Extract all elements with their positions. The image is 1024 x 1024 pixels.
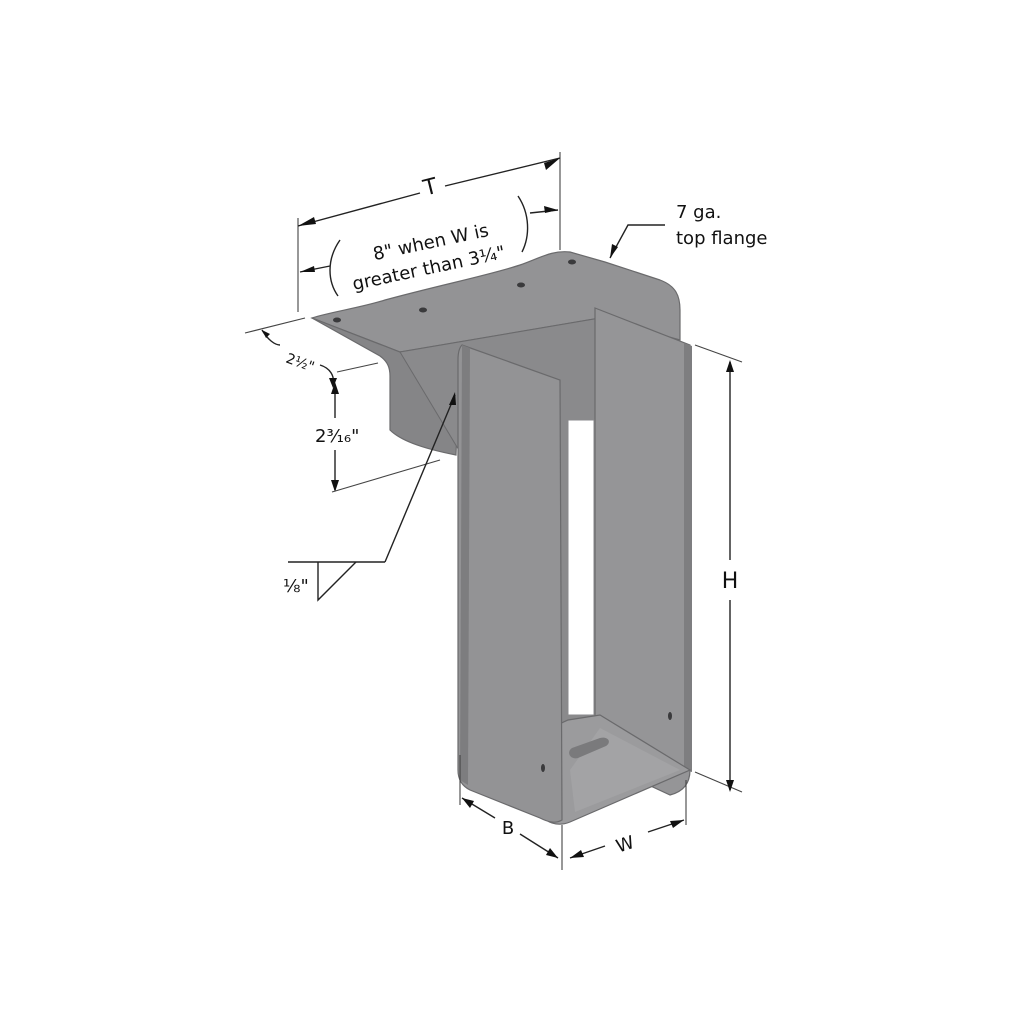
label-H: H [722,569,739,594]
label-B: B [502,818,514,839]
dimension-drop: 2³⁄₁₆" [315,382,441,493]
left-side-wall [457,344,563,823]
back-slot [567,419,595,716]
label-W: W [614,832,638,858]
label-top-flange-depth: 2½" [284,351,317,376]
dimension-W: W [569,780,687,859]
label-weld-size: ⅛" [283,576,309,597]
callout-top-flange: 7 ga. top flange [609,202,768,259]
right-wall-edge [684,343,692,772]
dimension-H: H [694,344,743,793]
flange-label-line2: top flange [676,228,768,249]
weld-callout: ⅛" [283,392,456,602]
label-T: T [420,174,441,202]
seat-slot [569,737,609,759]
label-drop: 2³⁄₁₆" [315,426,359,447]
left-wall-edge [460,345,470,785]
hanger-body [310,251,692,825]
dimension-T: T [297,152,561,312]
dimension-B: B [459,755,563,870]
flange-label-line1: 7 ga. [676,202,721,223]
nail-holes [333,259,672,772]
top-flange [310,251,681,353]
